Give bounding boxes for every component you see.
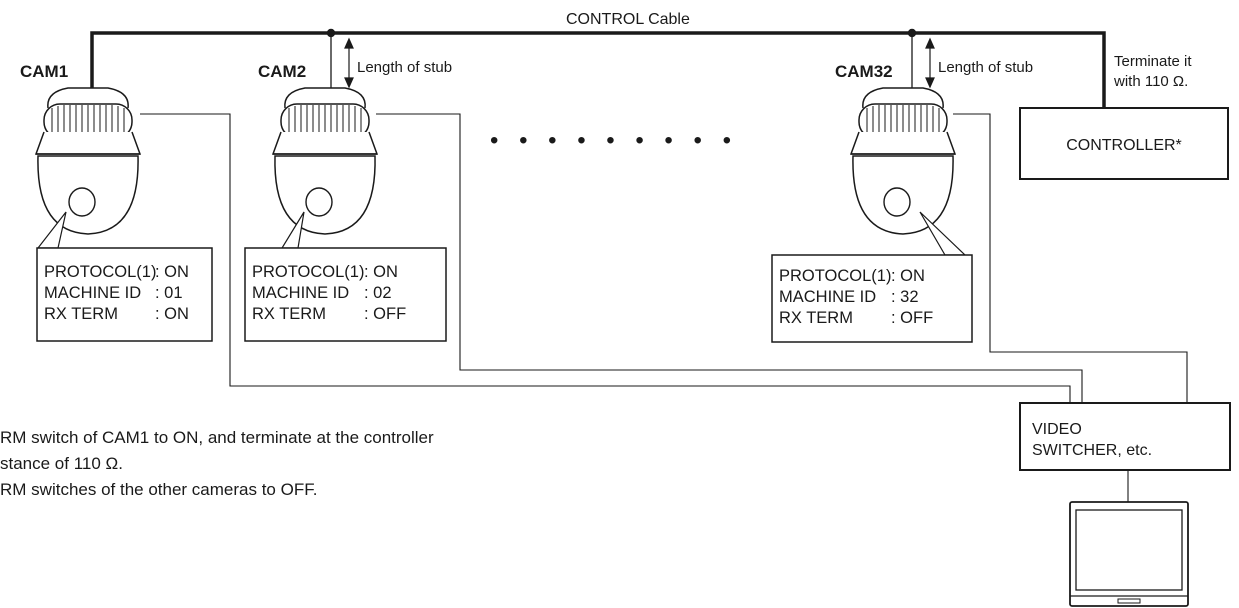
cam2-settings-box: PROTOCOL(1) : ON MACHINE ID : 02 RX TERM… xyxy=(244,247,447,342)
cam1-setting-value: : ON xyxy=(155,263,189,281)
cam2-setting-key: PROTOCOL(1) xyxy=(252,263,364,281)
note-line-3: RM switches of the other cameras to OFF. xyxy=(0,480,317,499)
cam32-setting-key: PROTOCOL(1) xyxy=(779,267,891,285)
terminate-note-line2: with 110 Ω. xyxy=(1113,73,1188,90)
camera-ellipsis: • • • • • • • • • xyxy=(490,127,738,154)
cam2-setting-value: : ON xyxy=(364,263,398,281)
cam1-settings-box: PROTOCOL(1) : ON MACHINE ID : 01 RX TERM… xyxy=(36,247,213,342)
cam2-setting-key: RX TERM xyxy=(252,305,326,323)
cam32-settings-box: PROTOCOL(1) : ON MACHINE ID : 32 RX TERM… xyxy=(771,254,973,343)
cam1-dome-icon xyxy=(35,87,141,235)
cam1-label: CAM1 xyxy=(20,62,68,81)
video-switcher-label-line2: SWITCHER, etc. xyxy=(1032,442,1152,459)
stub-lines xyxy=(330,33,913,88)
cam1-setting-key: PROTOCOL(1) xyxy=(44,263,156,281)
cam1-setting-value: : 01 xyxy=(155,284,183,302)
cam1-setting-key: MACHINE ID xyxy=(44,284,141,302)
cam2-dome-icon xyxy=(272,87,378,235)
terminate-note-line1: Terminate it xyxy=(1114,53,1192,70)
cam2-setting-key: MACHINE ID xyxy=(252,284,349,302)
note-line-1: RM switch of CAM1 to ON, and terminate a… xyxy=(0,428,434,447)
stub-arrow-cam32 xyxy=(925,37,935,89)
control-cable xyxy=(90,31,1106,108)
cam1-setting-value: : ON xyxy=(155,305,189,323)
cam32-setting-value: : 32 xyxy=(891,288,919,306)
cam32-setting-value: : ON xyxy=(891,267,925,285)
video-cables xyxy=(140,113,1188,502)
control-cable-label: CONTROL Cable xyxy=(566,11,690,28)
cam1-setting-key: RX TERM xyxy=(44,305,118,323)
cam32-setting-key: RX TERM xyxy=(779,309,853,327)
cam2-setting-value: : 02 xyxy=(364,284,392,302)
cam32-setting-key: MACHINE ID xyxy=(779,288,876,306)
callout-pointers xyxy=(36,211,967,256)
controller-box xyxy=(1019,107,1229,180)
cam32-label: CAM32 xyxy=(835,62,893,81)
cam32-setting-value: : OFF xyxy=(891,309,933,327)
stub-label-cam2: Length of stub xyxy=(357,59,452,76)
stub-label-cam32: Length of stub xyxy=(938,59,1033,76)
note-line-2: stance of 110 Ω. xyxy=(0,454,123,473)
controller-label: CONTROLLER* xyxy=(1066,137,1182,154)
cam2-setting-value: : OFF xyxy=(364,305,406,323)
video-switcher-label-line1: VIDEO xyxy=(1032,421,1082,438)
cam32-dome-icon xyxy=(850,87,956,235)
video-switcher-box xyxy=(1019,402,1231,471)
stub-arrow-cam2 xyxy=(344,37,354,89)
cam2-label: CAM2 xyxy=(258,62,306,81)
monitor-icon xyxy=(1069,501,1189,607)
